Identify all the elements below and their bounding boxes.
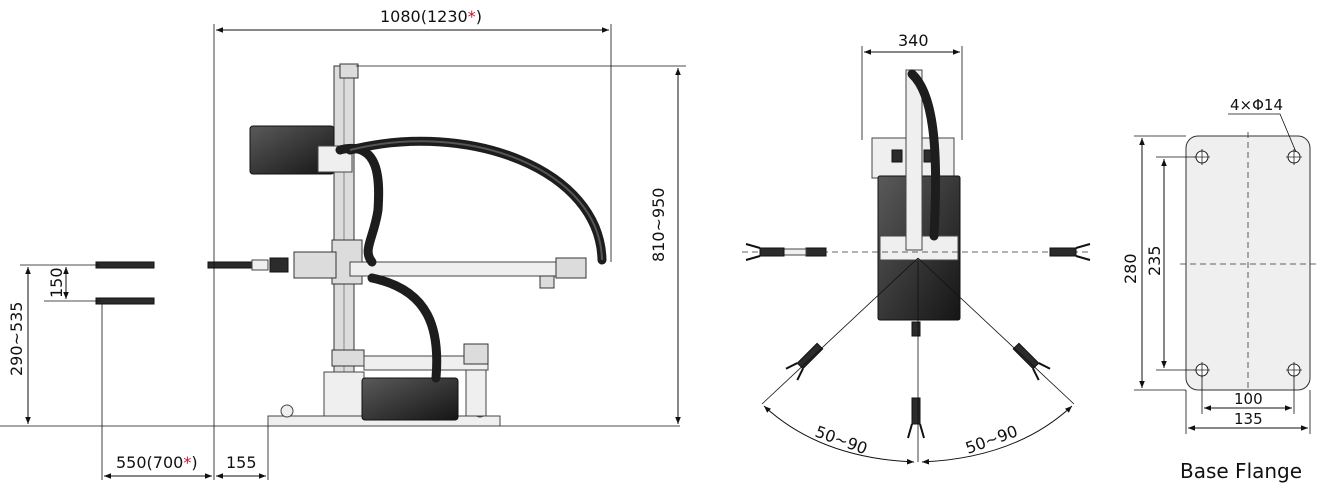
gripper-position-upper [95, 261, 155, 269]
label-swing-right: 50~90 [963, 421, 1020, 457]
gripper-right [1049, 243, 1091, 261]
label-pick-height: 290~535 [7, 302, 26, 376]
base-flange-title: Base Flange [1180, 459, 1302, 483]
wrist-housing [293, 251, 337, 279]
label-reach: 550(700*) [116, 453, 198, 472]
arm-top-view [905, 69, 923, 251]
base-flange: 4×Φ14 280 235 100 135 Base Flange [1121, 96, 1316, 483]
gripper-adapter [251, 259, 269, 271]
cable-drag-arc [345, 136, 607, 265]
base-wheel-left [280, 404, 294, 418]
mounting-holes [1194, 149, 1302, 378]
gripper-main [207, 261, 255, 269]
label-stroke-pitch: 150 [47, 267, 66, 298]
label-overall-width-close: ) [476, 7, 482, 26]
wrist-flange [269, 257, 289, 273]
gripper-lower-right [1012, 342, 1051, 381]
column-cap [339, 63, 359, 79]
label-reach-close: ) [191, 453, 197, 472]
cable-lower [367, 273, 442, 383]
label-overall-width: 1080(1230*) [380, 7, 482, 26]
arm-end-hook [539, 275, 555, 289]
lower-motor-box [361, 377, 459, 421]
gripper-position-lower [95, 297, 155, 305]
arm-end-block [555, 257, 587, 279]
label-swing-left: 50~90 [813, 422, 870, 458]
lower-support [465, 369, 487, 417]
leader-holes [1228, 113, 1297, 153]
gripper-lower-left [785, 342, 824, 381]
radius-line-left [761, 257, 919, 405]
lower-carriage [331, 349, 365, 367]
label-body-width: 340 [898, 31, 929, 50]
gripper-bottom [907, 321, 925, 439]
top-view: 340 [742, 31, 1092, 465]
lower-beam-bracket [463, 343, 489, 365]
label-outer-height: 280 [1121, 253, 1140, 284]
arc-swing-left [763, 405, 915, 465]
label-overall-width-asterisk: * [468, 7, 476, 26]
horizontal-arm [349, 261, 559, 277]
label-reach-asterisk: * [183, 453, 191, 472]
label-holes: 4×Φ14 [1230, 96, 1283, 114]
gripper-left [745, 243, 827, 261]
label-base-offset: 155 [226, 453, 257, 472]
label-outer-width: 135 [1234, 410, 1263, 428]
side-view: 1080(1230*) 810~950 150 290~535 550(700*… [0, 7, 686, 480]
cable-top-view [907, 69, 941, 241]
radius-line-right [917, 257, 1075, 405]
column-base [323, 371, 365, 417]
label-reach-value: 550(700 [116, 453, 183, 472]
label-hole-pitch-x: 100 [1234, 390, 1263, 408]
label-overall-width-value: 1080(1230 [380, 7, 468, 26]
label-height-range: 810~950 [649, 188, 668, 262]
arc-swing-right [921, 405, 1073, 465]
label-hole-pitch-y: 235 [1145, 245, 1164, 276]
